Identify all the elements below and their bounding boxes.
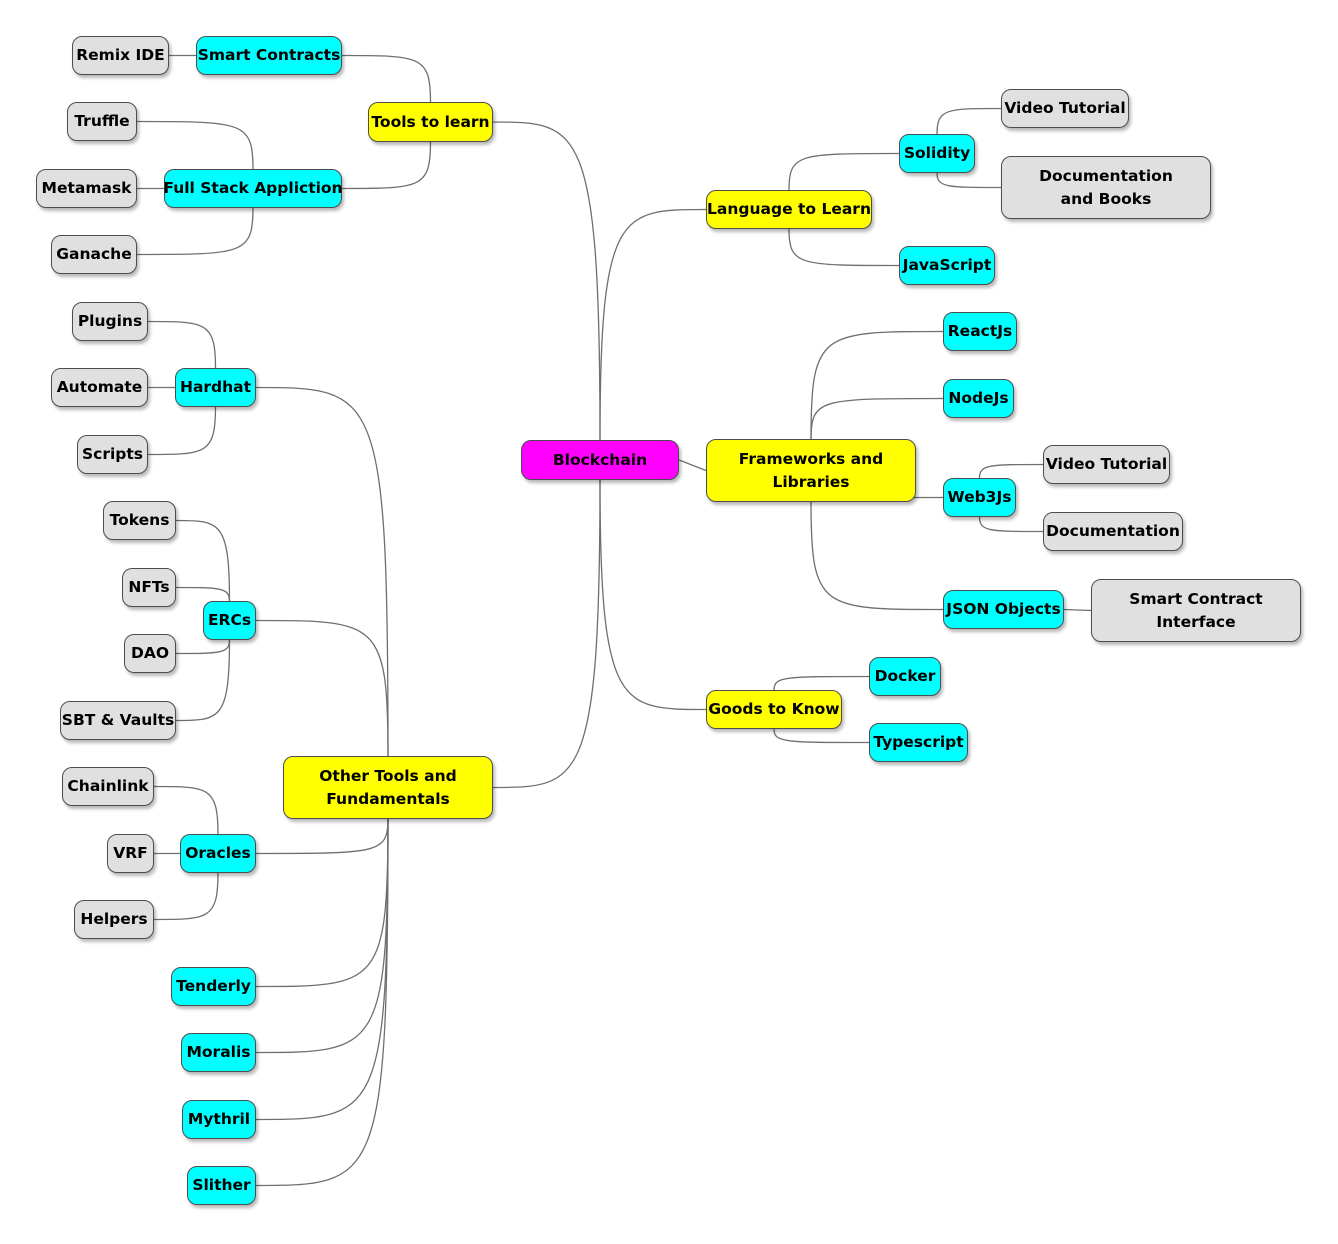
connector-other-to-hardhat (255, 386, 389, 757)
node-ganache[interactable]: Ganache (51, 235, 137, 274)
node-other-tools-and-fundamentals[interactable]: Other Tools and Fundamentals (283, 756, 493, 819)
node-dao[interactable]: DAO (124, 634, 176, 673)
node-scripts[interactable]: Scripts (77, 435, 148, 474)
connector-other-to-oracles (255, 818, 389, 855)
connector-solidity-to-sol-docs (936, 172, 1002, 189)
node-web3js-video-tutorial[interactable]: Video Tutorial (1043, 445, 1170, 484)
node-frameworks-and-libraries[interactable]: Frameworks and Libraries (706, 439, 916, 502)
node-documentation-and-books[interactable]: Documentation and Books (1001, 156, 1211, 219)
node-slither[interactable]: Slither (187, 1166, 256, 1205)
connector-tools-to-smart (341, 54, 432, 103)
connector-other-to-mythril (255, 818, 389, 1121)
node-chainlink[interactable]: Chainlink (62, 767, 154, 806)
node-moralis[interactable]: Moralis (181, 1033, 256, 1072)
connector-ercs-to-sbt (175, 639, 231, 722)
node-remix-ide[interactable]: Remix IDE (72, 36, 169, 75)
node-solidity[interactable]: Solidity (899, 134, 975, 173)
connector-other-to-tenderly (255, 818, 389, 988)
node-reactjs[interactable]: ReactJs (943, 312, 1017, 351)
connector-root-to-frame (678, 459, 707, 472)
node-full-stack-application[interactable]: Full Stack Appliction (163, 169, 343, 208)
node-tools-to-learn[interactable]: Tools to learn (368, 102, 493, 142)
connector-goods-to-docker (773, 675, 870, 691)
node-web3js[interactable]: Web3Js (943, 478, 1016, 517)
node-language-to-learn[interactable]: Language to Learn (706, 190, 872, 229)
node-hardhat[interactable]: Hardhat (175, 368, 256, 407)
connector-web3-to-web3-docs (978, 516, 1044, 533)
connector-ercs-to-dao (175, 639, 231, 655)
node-truffle[interactable]: Truffle (67, 102, 137, 141)
node-tokens[interactable]: Tokens (103, 501, 176, 540)
connector-root-to-goods (599, 479, 707, 711)
connector-lang-to-js (788, 228, 900, 267)
node-tenderly[interactable]: Tenderly (171, 967, 256, 1006)
connector-hardhat-to-plugins (147, 320, 217, 369)
node-solidity-video-tutorial[interactable]: Video Tutorial (1001, 89, 1129, 128)
connector-oracles-to-helpers (153, 872, 219, 921)
node-javascript[interactable]: JavaScript (899, 246, 995, 285)
connector-hardhat-to-scripts (147, 406, 217, 456)
node-typescript[interactable]: Typescript (869, 723, 968, 762)
node-json-objects[interactable]: JSON Objects (943, 590, 1064, 629)
connector-ercs-to-tokens (175, 519, 231, 602)
connector-json-to-sci (1063, 608, 1092, 612)
node-nodejs[interactable]: NodeJs (943, 379, 1014, 418)
connector-solidity-to-sol-video (936, 107, 1002, 135)
node-vrf[interactable]: VRF (107, 834, 154, 873)
connector-tools-to-fullstack (341, 141, 432, 190)
node-web3js-documentation[interactable]: Documentation (1043, 512, 1183, 551)
node-plugins[interactable]: Plugins (72, 302, 148, 341)
connector-web3-to-web3-video (978, 463, 1044, 479)
connector-frame-to-json (810, 501, 944, 611)
node-goods-to-know[interactable]: Goods to Know (706, 690, 842, 729)
connector-goods-to-ts (773, 728, 870, 744)
connector-other-to-ercs (255, 619, 389, 757)
connector-fullstack-to-ganache (136, 207, 254, 256)
node-docker[interactable]: Docker (869, 657, 941, 696)
connector-oracles-to-chainlink (153, 785, 219, 835)
node-blockchain[interactable]: Blockchain (521, 440, 679, 480)
node-oracles[interactable]: Oracles (180, 834, 256, 873)
node-smart-contracts[interactable]: Smart Contracts (196, 36, 342, 75)
connector-root-to-other (492, 479, 601, 789)
connector-lang-to-solidity (788, 152, 900, 191)
node-helpers[interactable]: Helpers (74, 900, 154, 939)
node-automate[interactable]: Automate (51, 368, 148, 407)
node-nfts[interactable]: NFTs (122, 568, 176, 607)
connector-frame-to-node (810, 397, 944, 440)
connector-fullstack-to-truffle (136, 120, 254, 170)
connector-root-to-tools (492, 121, 601, 441)
node-sbt-and-vaults[interactable]: SBT & Vaults (60, 701, 176, 740)
node-smart-contract-interface[interactable]: Smart Contract Interface (1091, 579, 1301, 642)
node-ercs[interactable]: ERCs (203, 601, 256, 640)
node-metamask[interactable]: Metamask (36, 169, 137, 208)
connector-frame-to-react (810, 330, 944, 440)
connector-ercs-to-nfts (175, 586, 231, 602)
connector-root-to-lang (599, 208, 707, 441)
connector-other-to-slither (255, 818, 389, 1187)
node-mythril[interactable]: Mythril (182, 1100, 256, 1139)
